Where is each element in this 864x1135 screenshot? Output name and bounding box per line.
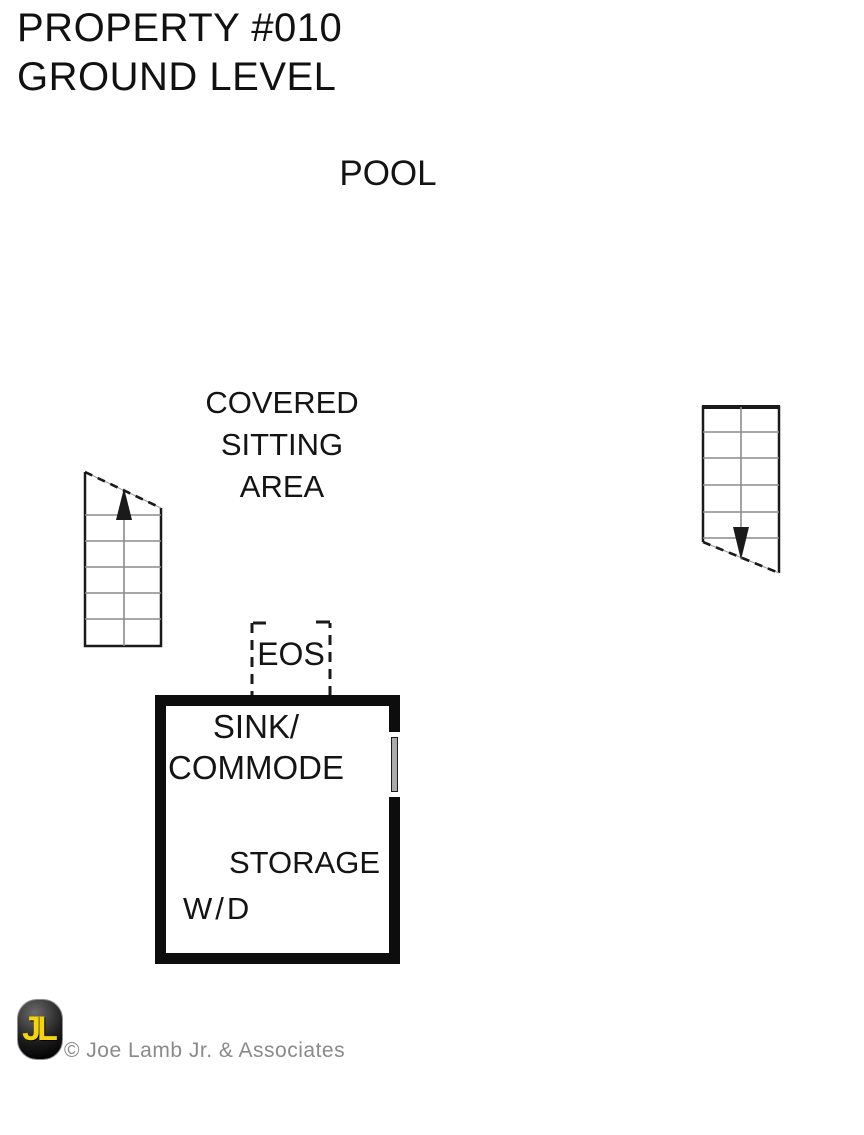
window-pane	[391, 737, 398, 792]
eos-dashed-boundary	[250, 620, 332, 702]
left-staircase-break-dashes	[84, 470, 162, 510]
washer-dryer-label: W/D	[183, 891, 253, 926]
right-staircase	[701, 405, 781, 575]
storage-label: STORAGE	[229, 845, 381, 880]
storage-room-outline	[155, 695, 400, 964]
eos-dashes	[250, 620, 332, 702]
copyright-text: © Joe Lamb Jr. & Associates	[64, 1039, 346, 1062]
title-line-property: PROPERTY #010	[17, 6, 343, 50]
covered-sitting-area-label: COVERED SITTING AREA	[205, 385, 359, 504]
page-title: PROPERTY #010 GROUND LEVEL	[17, 4, 342, 102]
title-line-level: GROUND LEVEL	[17, 55, 337, 99]
pool-label: POOL	[339, 154, 437, 193]
joe-lamb-logo: JL	[17, 999, 63, 1060]
sink-commode-label: SINK/ COMMODE	[168, 708, 344, 786]
window-symbol	[388, 732, 401, 797]
logo-monogram: JL	[22, 1010, 58, 1048]
left-staircase-outline	[83, 472, 163, 648]
left-staircase	[83, 470, 163, 648]
eos-label: EOS	[257, 636, 325, 672]
stairs-up-arrow-icon	[116, 488, 132, 520]
stairs-down-arrow-icon	[733, 527, 749, 560]
